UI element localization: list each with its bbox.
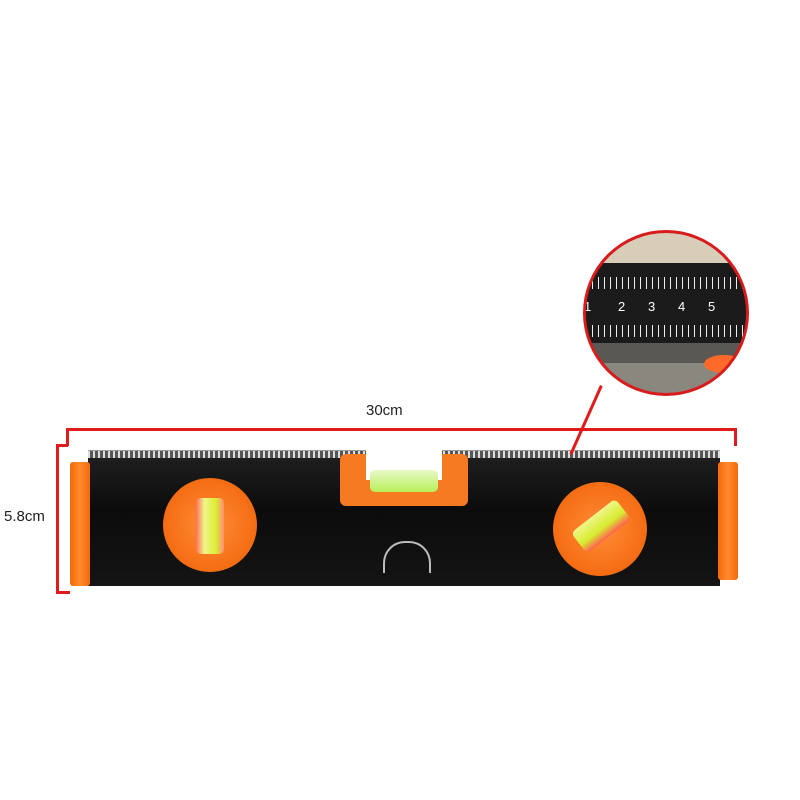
ruler-ticks-bottom: [586, 325, 746, 337]
height-dimension-line: [56, 444, 59, 594]
left-end-cap: [70, 462, 90, 586]
right-end-cap: [718, 462, 738, 580]
magnifier-leader-line: [569, 385, 603, 455]
width-label: 30cm: [366, 402, 403, 419]
width-dimension-tick-right: [734, 428, 737, 446]
left-vertical-vial: [196, 498, 224, 554]
height-label: 5.8cm: [4, 508, 45, 525]
center-bubble-vial: [370, 470, 438, 492]
width-dimension-tick-left: [66, 428, 69, 446]
ruler-magnifier: 1 2 3 4 5: [583, 230, 749, 396]
ruler-number: 1: [584, 299, 592, 314]
ruler-number: 2: [618, 299, 626, 314]
ruler-number: 5: [708, 299, 716, 314]
height-dimension-tick-top: [56, 444, 68, 447]
ruler-ticks-top: [586, 277, 746, 289]
brand-logo-icon: [383, 541, 431, 573]
height-dimension-tick-bottom: [56, 591, 70, 594]
orange-cap-reflection: [704, 355, 744, 373]
ruler-number: 3: [648, 299, 656, 314]
width-dimension-line: [66, 428, 736, 431]
ruler-number: 4: [678, 299, 686, 314]
magnified-ruler: 1 2 3 4 5: [584, 277, 746, 337]
